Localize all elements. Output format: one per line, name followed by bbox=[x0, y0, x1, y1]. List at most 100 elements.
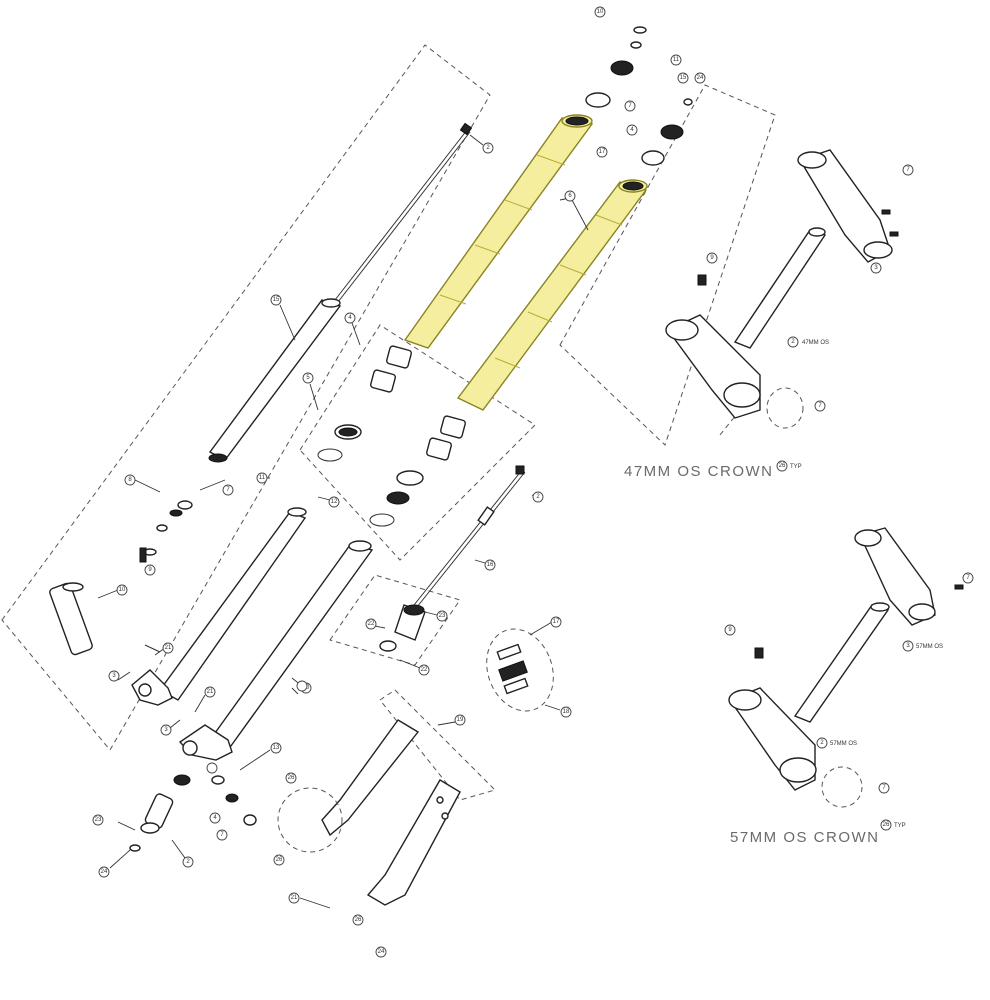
svg-text:12: 12 bbox=[331, 499, 338, 505]
svg-text:6: 6 bbox=[568, 193, 572, 199]
callout: 26 bbox=[880, 819, 892, 831]
svg-text:7: 7 bbox=[966, 575, 970, 581]
stem-47 bbox=[733, 229, 827, 349]
callout: 11 bbox=[256, 472, 270, 484]
callout: 2 bbox=[171, 839, 194, 868]
stem-57 bbox=[793, 604, 890, 723]
callout: 7 bbox=[814, 400, 826, 412]
svg-text:7: 7 bbox=[226, 487, 230, 493]
callout: 10 bbox=[594, 6, 606, 18]
svg-text:9: 9 bbox=[148, 567, 152, 573]
top-caps bbox=[585, 26, 693, 166]
callout: 15 bbox=[677, 72, 689, 84]
callout: 3 bbox=[108, 670, 131, 682]
lower-small-parts bbox=[129, 774, 257, 852]
svg-text:21: 21 bbox=[207, 689, 214, 695]
callout: 9 bbox=[706, 252, 718, 264]
svg-text:21: 21 bbox=[291, 895, 298, 901]
callout: 9 bbox=[724, 624, 736, 636]
left-fork-parts bbox=[49, 122, 473, 656]
callout: 12 bbox=[317, 496, 340, 508]
callout: 24 bbox=[694, 72, 706, 84]
typ-label-2: TYP bbox=[894, 823, 906, 829]
callout: 21 bbox=[194, 686, 216, 713]
svg-text:4: 4 bbox=[630, 127, 634, 133]
highlighted-outer-tubes bbox=[403, 114, 648, 411]
callout: 26 bbox=[776, 460, 788, 472]
crown-57-title: 57MM OS CROWN bbox=[730, 829, 880, 846]
svg-text:13: 13 bbox=[273, 745, 280, 751]
callout: 2 bbox=[816, 737, 828, 749]
callout: 16 bbox=[474, 559, 496, 571]
callout: 5 bbox=[302, 372, 319, 411]
svg-text:26: 26 bbox=[288, 775, 295, 781]
callout: 7 bbox=[216, 829, 228, 841]
callout: 15 bbox=[270, 294, 296, 341]
svg-text:5: 5 bbox=[306, 375, 310, 381]
callout: 4 bbox=[626, 124, 638, 136]
axle-clamp-left bbox=[131, 669, 173, 706]
right-damper-rod bbox=[379, 465, 526, 652]
callout: 17 bbox=[596, 146, 608, 158]
svg-text:2: 2 bbox=[186, 859, 190, 865]
stem-47-label: 47MM OS bbox=[802, 340, 829, 346]
svg-text:3: 3 bbox=[112, 673, 116, 679]
top-cap-outline bbox=[559, 84, 776, 446]
callout: 22 bbox=[365, 618, 386, 630]
svg-text:26: 26 bbox=[883, 822, 890, 828]
svg-text:3: 3 bbox=[164, 727, 168, 733]
svg-text:15: 15 bbox=[680, 75, 687, 81]
typ-label-1: TYP bbox=[790, 464, 802, 470]
callout: 7 bbox=[962, 572, 974, 584]
callout: 6 bbox=[559, 190, 589, 231]
svg-text:22: 22 bbox=[368, 621, 375, 627]
callout: 7 bbox=[902, 164, 914, 176]
outer-tube-left bbox=[403, 114, 594, 349]
callout: 2 bbox=[469, 134, 494, 154]
callout: 8 bbox=[124, 474, 161, 493]
callout: 10 bbox=[97, 584, 128, 599]
callout bbox=[206, 762, 218, 774]
svg-text:2: 2 bbox=[820, 740, 824, 746]
callout: 4 bbox=[344, 312, 361, 346]
callout: 2 bbox=[787, 336, 799, 348]
svg-text:7: 7 bbox=[220, 832, 224, 838]
callout: 18 bbox=[544, 704, 572, 718]
crown-57mm bbox=[728, 527, 964, 808]
svg-text:2: 2 bbox=[486, 145, 490, 151]
axle bbox=[49, 582, 93, 656]
svg-text:19: 19 bbox=[457, 717, 464, 723]
svg-text:8: 8 bbox=[128, 477, 132, 483]
damper-rod bbox=[334, 129, 468, 301]
svg-text:7: 7 bbox=[818, 403, 822, 409]
svg-text:9: 9 bbox=[710, 255, 714, 261]
callout: 13 bbox=[239, 742, 282, 771]
svg-text:10: 10 bbox=[119, 587, 126, 593]
callouts: 2 15 4 5 6 7 8 9 10 11 12 21 3 21 3 10 2… bbox=[92, 6, 974, 958]
callout: 24 bbox=[98, 849, 131, 878]
guard-lower bbox=[366, 779, 461, 906]
svg-text:24: 24 bbox=[101, 869, 108, 875]
svg-text:26: 26 bbox=[276, 857, 283, 863]
callout: 17 bbox=[529, 616, 562, 636]
callout: 4 bbox=[209, 812, 221, 824]
svg-text:16: 16 bbox=[487, 562, 494, 568]
clamp-57-label: 57MM OS bbox=[916, 644, 943, 650]
svg-text:3: 3 bbox=[874, 265, 878, 271]
svg-text:21: 21 bbox=[165, 645, 172, 651]
callout: 26 bbox=[352, 914, 364, 926]
svg-text:7: 7 bbox=[906, 167, 910, 173]
callout: 21 bbox=[288, 892, 331, 909]
svg-text:24: 24 bbox=[697, 75, 704, 81]
valve-detail bbox=[486, 628, 554, 712]
guard-outline bbox=[379, 689, 496, 801]
inner-tube-right bbox=[178, 540, 374, 761]
svg-text:18: 18 bbox=[563, 709, 570, 715]
detail-circle bbox=[277, 787, 343, 853]
callout: 24 bbox=[375, 946, 387, 958]
svg-text:26: 26 bbox=[355, 917, 362, 923]
inner-tube-left bbox=[131, 507, 307, 706]
callout: 22 bbox=[399, 659, 430, 676]
callout: 19 bbox=[437, 714, 466, 726]
svg-text:7: 7 bbox=[628, 103, 632, 109]
